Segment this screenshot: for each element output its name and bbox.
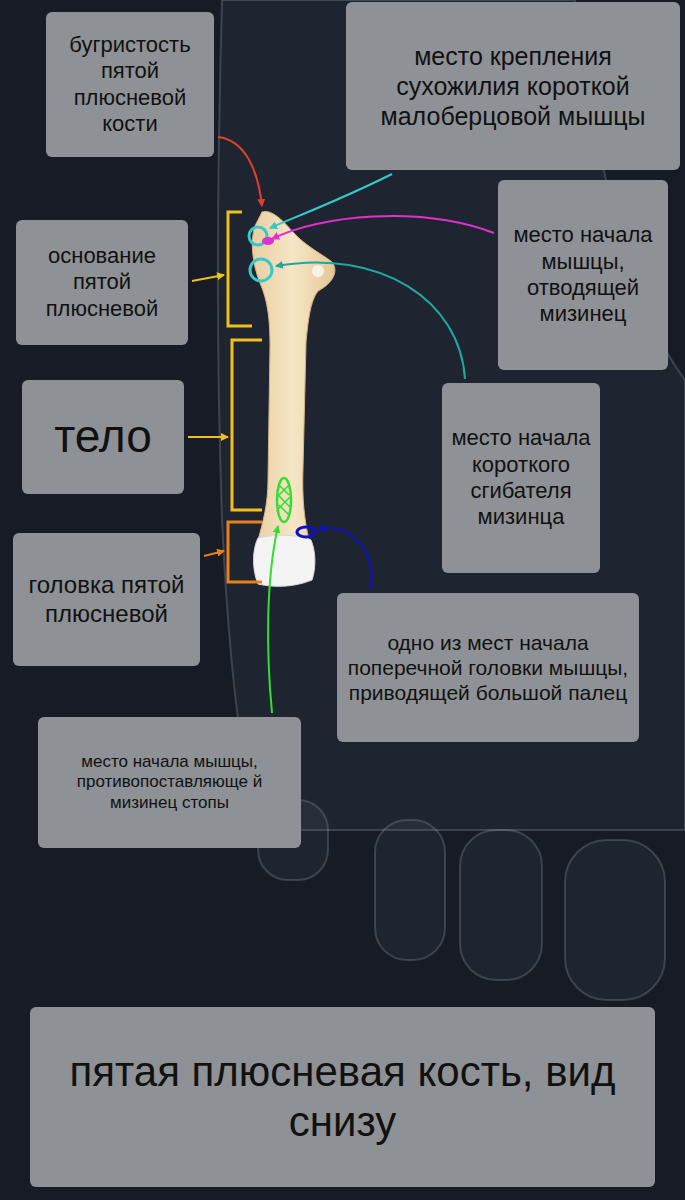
label-text: головка пятой плюсневой bbox=[21, 571, 192, 629]
origin-label: одно из мест начала поперечной головки м… bbox=[337, 593, 639, 742]
label-text: место крепления сухожилия короткой малоб… bbox=[354, 41, 672, 131]
origin-label: место начала мышцы, противопоставляюще й… bbox=[38, 717, 301, 848]
body-bracket bbox=[232, 340, 262, 510]
leader-line bbox=[276, 262, 465, 379]
label-text: место начала мышцы, отводящей мизинец bbox=[506, 222, 660, 328]
label-text: основание пятой плюсневой bbox=[24, 243, 180, 322]
leader-line bbox=[272, 216, 494, 239]
leader-line bbox=[318, 528, 372, 589]
label-text: одно из мест начала поперечной головки м… bbox=[345, 630, 631, 706]
origin-label: место начала мышцы, отводящей мизинец bbox=[498, 180, 668, 370]
head-bracket bbox=[228, 522, 262, 582]
label-text: место начала мышцы, противопоставляюще й… bbox=[46, 752, 293, 813]
label-text: пятая плюсневая кость, вид снизу bbox=[38, 1047, 647, 1148]
label-text: бугристость пятой плюсневой кости bbox=[54, 32, 206, 138]
part-label: головка пятой плюсневой bbox=[13, 533, 200, 666]
label-text: место начала короткого сгибателя мизинца bbox=[450, 425, 592, 531]
tuberosity-label: бугристость пятой плюсневой кости bbox=[46, 12, 214, 157]
leader-line bbox=[218, 137, 262, 206]
bone-head bbox=[254, 535, 315, 586]
caption-box: пятая плюсневая кость, вид снизу bbox=[30, 1007, 655, 1187]
part-label: основание пятой плюсневой bbox=[16, 220, 188, 345]
leader-line bbox=[270, 174, 392, 228]
base-bracket bbox=[228, 212, 252, 326]
label-text: тело bbox=[54, 409, 152, 464]
origin-label: место начала короткого сгибателя мизинца bbox=[442, 383, 600, 573]
part-label: тело bbox=[22, 380, 184, 494]
attachment-label: место крепления сухожилия короткой малоб… bbox=[346, 2, 680, 170]
leader-line bbox=[268, 526, 278, 713]
